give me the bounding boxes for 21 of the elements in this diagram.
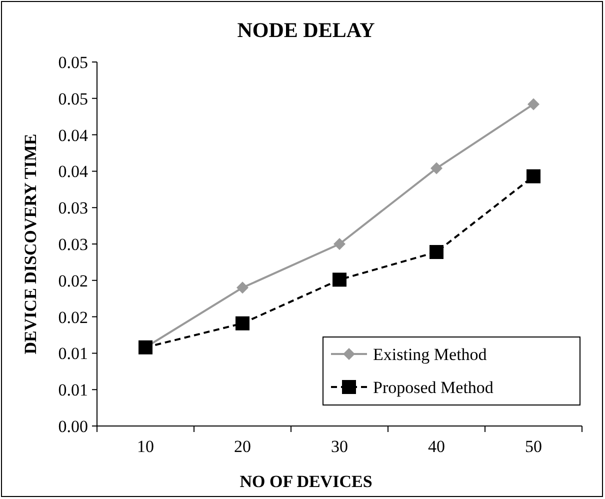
tick-label: 0.05 bbox=[58, 53, 88, 72]
tick-label: 30 bbox=[331, 437, 348, 456]
chart-title: NODE DELAY bbox=[237, 18, 375, 42]
tick-label: 10 bbox=[137, 437, 154, 456]
tick-label: 0.00 bbox=[58, 417, 88, 436]
tick-label: 20 bbox=[234, 437, 251, 456]
tick-label: 0.02 bbox=[58, 271, 88, 290]
axis-title: DEVICE DISCOVERY TIME bbox=[21, 134, 40, 354]
tick-label: 0.02 bbox=[58, 308, 88, 327]
tick-label: 0.03 bbox=[58, 198, 88, 218]
tick-label: 0.04 bbox=[58, 162, 88, 182]
tick-label: 0.04 bbox=[58, 126, 88, 145]
legend-label: Existing Method bbox=[373, 345, 487, 364]
tick-label: 0.01 bbox=[58, 380, 88, 400]
tick-label: 0.03 bbox=[58, 235, 88, 254]
tick-label: 40 bbox=[428, 437, 445, 456]
axis-title: NO OF DEVICES bbox=[240, 472, 372, 491]
tick-label: 0.05 bbox=[58, 89, 88, 108]
legend-label: Proposed Method bbox=[373, 378, 494, 397]
tick-label: 0.01 bbox=[58, 344, 88, 364]
tick-label: 50 bbox=[525, 437, 542, 456]
